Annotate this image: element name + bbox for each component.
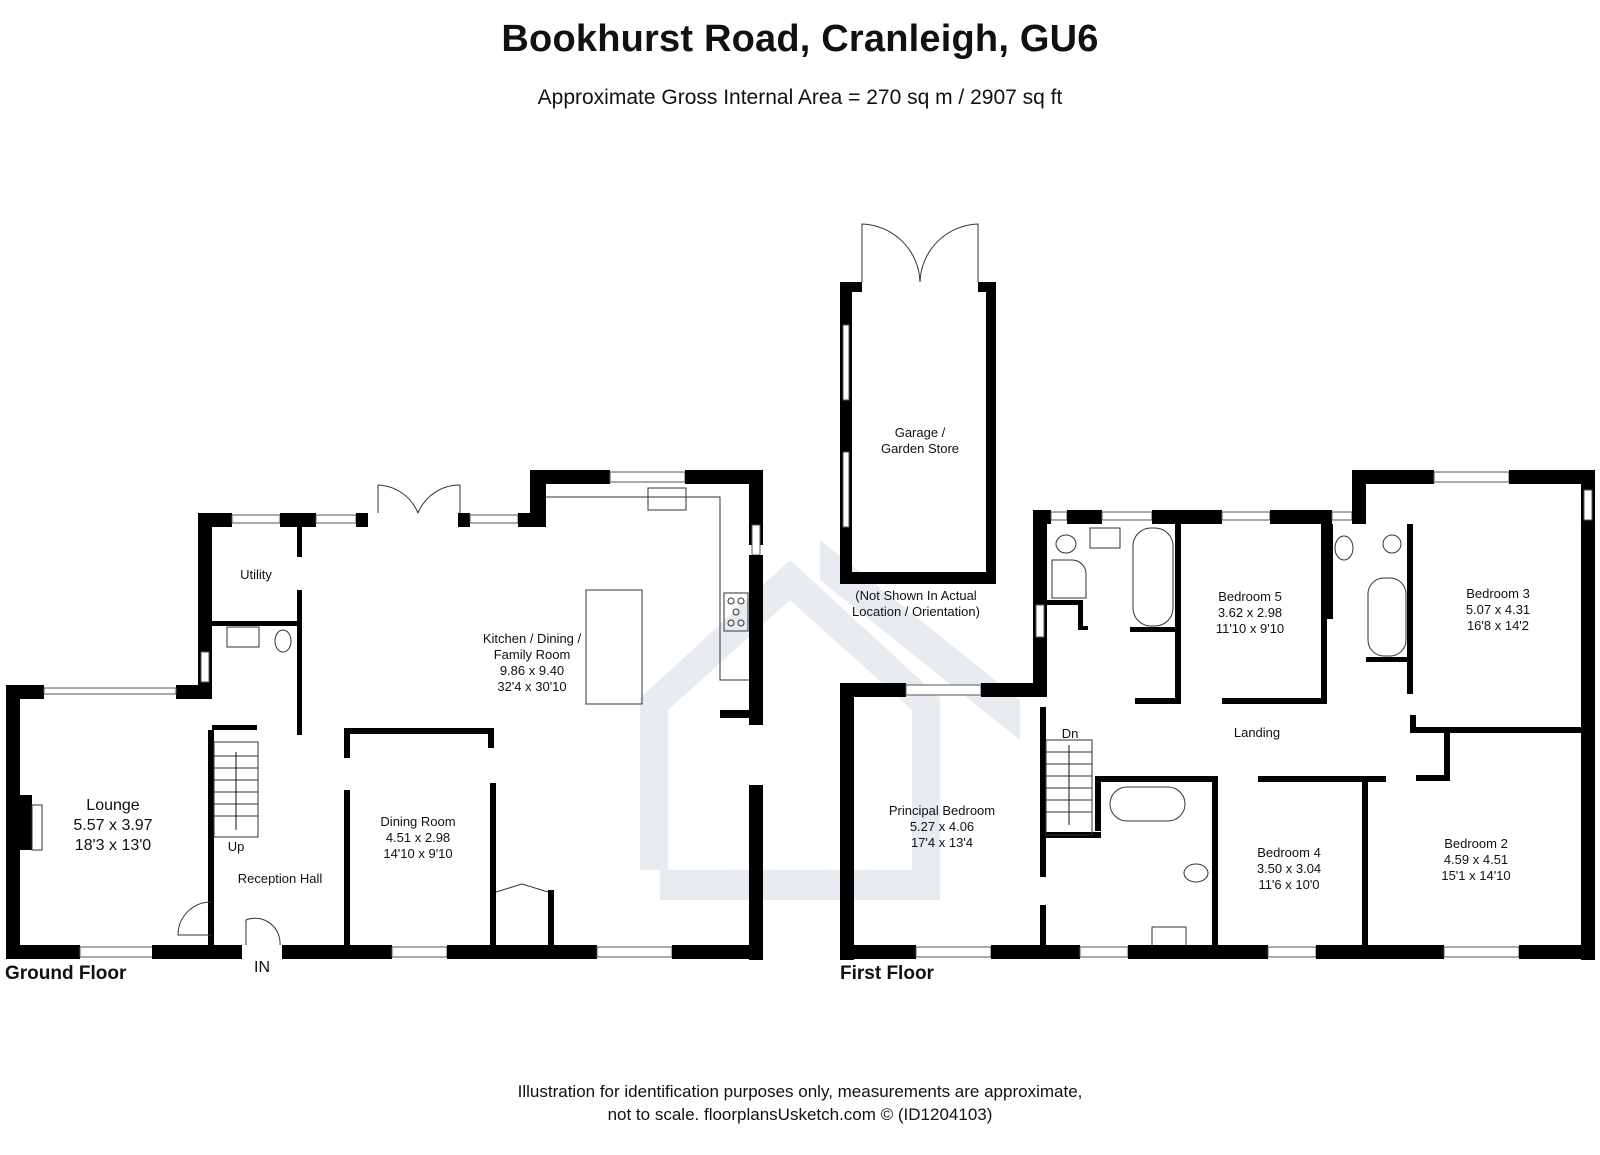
first-floor-label: First Floor — [840, 963, 934, 984]
stairs-down-label: Dn — [1062, 726, 1079, 741]
room-metric-kitchen: 9.86 x 9.40 — [500, 663, 564, 678]
stairs-up-label: Up — [228, 839, 245, 854]
room-labels: Lounge 5.57 x 3.97 18'3 x 13'0 Utility R… — [73, 425, 1530, 976]
room-name-bedroom4: Bedroom 4 — [1257, 845, 1321, 860]
room-metric-bedroom4: 3.50 x 3.04 — [1257, 861, 1321, 876]
disclaimer-line1: Illustration for identification purposes… — [517, 1082, 1083, 1101]
room-name-bedroom3: Bedroom 3 — [1466, 586, 1530, 601]
room-name-garage: Garden Store — [881, 441, 959, 456]
garage-plan — [840, 223, 996, 584]
disclaimer-line2: not to scale. floorplansUsketch.com © (I… — [607, 1105, 993, 1124]
plan-title: Bookhurst Road, Cranleigh, GU6 — [501, 18, 1099, 60]
room-metric-bedroom5: 3.62 x 2.98 — [1218, 605, 1282, 620]
ground-floor-plan — [6, 470, 763, 960]
garage-note-line2: Location / Orientation) — [852, 604, 980, 619]
ground-stairs — [213, 741, 259, 838]
room-name-utility: Utility — [240, 567, 272, 582]
room-name-landing: Landing — [1234, 725, 1280, 740]
garage-note-line1: (Not Shown In Actual — [855, 588, 977, 603]
room-name-bedroom2: Bedroom 2 — [1444, 836, 1508, 851]
first-stairs — [1045, 739, 1093, 836]
gross-area: Approximate Gross Internal Area = 270 sq… — [537, 86, 1063, 109]
room-metric-lounge: 5.57 x 3.97 — [73, 817, 152, 834]
room-imperial-dining: 14'10 x 9'10 — [383, 846, 452, 861]
room-name-reception-hall: Reception Hall — [238, 871, 323, 886]
room-metric-principal: 5.27 x 4.06 — [910, 819, 974, 834]
room-metric-dining: 4.51 x 2.98 — [386, 830, 450, 845]
entrance-label: IN — [254, 959, 270, 976]
room-imperial-lounge: 18'3 x 13'0 — [75, 837, 151, 854]
room-name-bedroom5: Bedroom 5 — [1218, 589, 1282, 604]
room-name-kitchen: Family Room — [494, 647, 571, 662]
room-imperial-kitchen: 32'4 x 30'10 — [497, 679, 566, 694]
room-name-dining: Dining Room — [380, 814, 455, 829]
room-name-garage-line1: Garage / — [895, 425, 946, 440]
room-metric-bedroom2: 4.59 x 4.51 — [1444, 852, 1508, 867]
room-name-lounge: Lounge — [86, 797, 139, 814]
room-metric-bedroom3: 5.07 x 4.31 — [1466, 602, 1530, 617]
first-floor-plan — [840, 470, 1595, 960]
room-imperial-bedroom2: 15'1 x 14'10 — [1441, 868, 1510, 883]
room-name-kitchen-line1: Kitchen / Dining / — [483, 631, 582, 646]
room-imperial-bedroom4: 11'6 x 10'0 — [1258, 877, 1319, 892]
room-imperial-bedroom5: 11'10 x 9'10 — [1216, 621, 1284, 636]
disclaimer: Illustration for identification purposes… — [0, 1080, 1600, 1126]
room-name-principal: Principal Bedroom — [889, 803, 995, 818]
ground-floor-label: Ground Floor — [5, 963, 127, 984]
room-imperial-principal: 17'4 x 13'4 — [911, 835, 973, 850]
room-imperial-bedroom3: 16'8 x 14'2 — [1467, 618, 1529, 633]
